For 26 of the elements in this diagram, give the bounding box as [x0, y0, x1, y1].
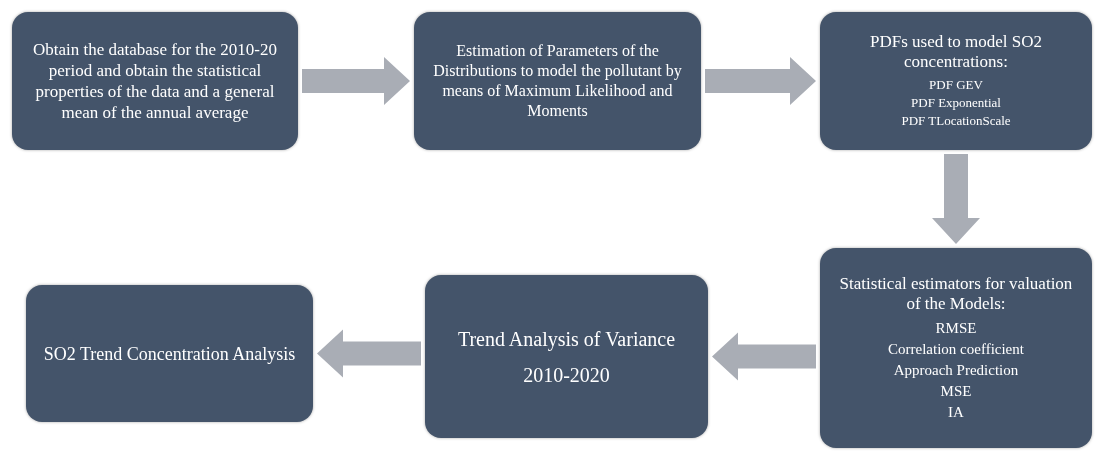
process-box — [820, 12, 1092, 150]
box-text: SO2 Trend Concentration Analysis — [43, 342, 296, 365]
box-text: Obtain the database for the 2010-20 period and obtain the statistical properties of the data and a general mean of the annual average — [31, 39, 279, 123]
block-arrow — [302, 57, 410, 105]
list-item: 2010-2020 — [523, 362, 610, 387]
process-box — [414, 12, 701, 150]
list-item: MSE — [940, 381, 972, 401]
box-text: Statistical estimators for valuation of the Models: — [838, 273, 1074, 314]
list-item: IA — [948, 402, 964, 422]
process-box — [425, 275, 708, 438]
list-item: Correlation coefficient — [888, 339, 1024, 359]
list-item: PDF TLocationScale — [901, 112, 1011, 130]
box-text: Estimation of Parameters of the Distributions to model the pollutant by means of Maximum Likelihood and Moments — [432, 41, 683, 121]
box-text: PDFs used to model SO2 concentrations: — [869, 32, 1043, 72]
list-item: Approach Prediction — [893, 360, 1019, 380]
block-arrow — [712, 332, 816, 381]
block-arrow — [705, 57, 816, 105]
process-box — [12, 12, 298, 150]
list-item: RMSE — [935, 318, 977, 338]
box-text: Trend Analysis of Variance — [457, 326, 676, 351]
block-arrow — [317, 329, 421, 378]
list-item: PDF GEV — [929, 76, 983, 94]
process-box — [820, 248, 1092, 448]
list-item: PDF Exponential — [911, 94, 1001, 112]
process-box — [26, 285, 313, 422]
block-arrow — [932, 154, 980, 244]
